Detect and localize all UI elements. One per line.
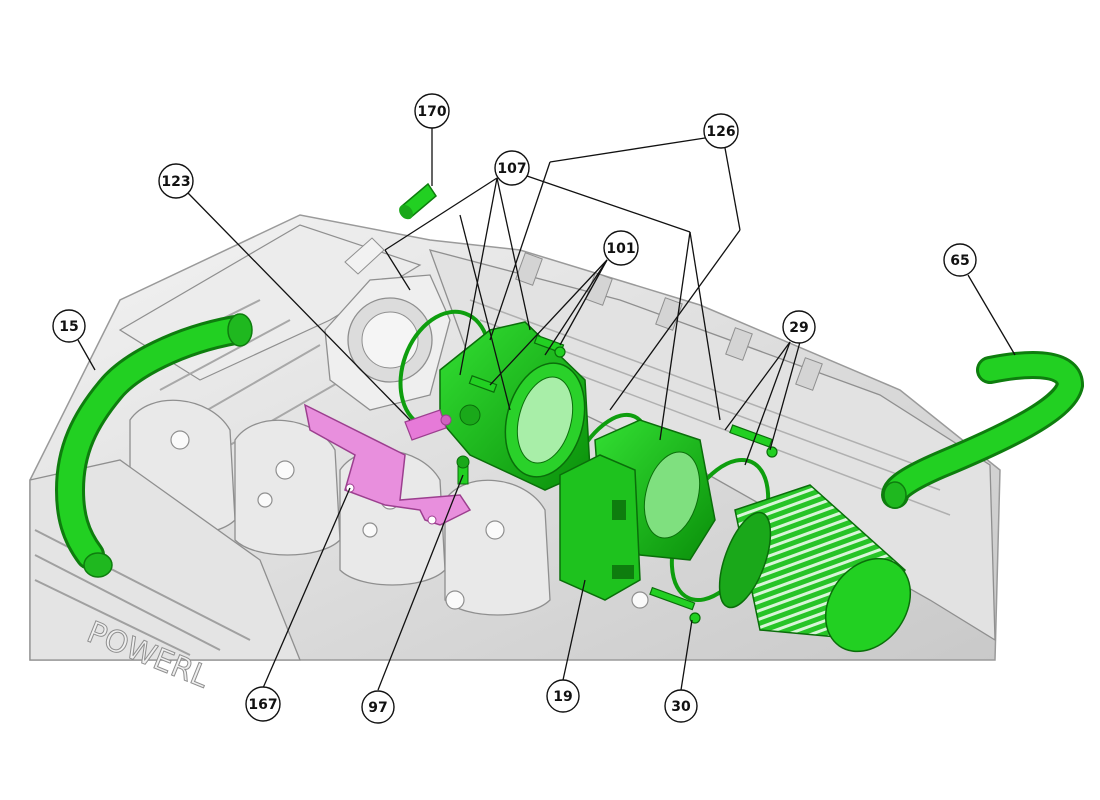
callout-123: 123 (158, 163, 194, 199)
hose-65 (881, 351, 1085, 509)
throttle-body-19 (559, 419, 716, 601)
callout-15-label: 15 (59, 319, 78, 335)
fitting-170 (399, 182, 437, 220)
bolt-97 (456, 455, 470, 485)
callout-170: 170 (414, 93, 450, 129)
callout-65-label: 65 (950, 253, 969, 269)
hose-15 (54, 313, 253, 578)
air-filter (718, 484, 912, 653)
leader-lines (77, 126, 1016, 691)
callout-167: 167 (245, 686, 281, 722)
callout-101: 101 (603, 230, 639, 266)
callout-97-label: 97 (368, 700, 387, 716)
callout-29-label: 29 (789, 320, 808, 336)
callout-30: 30 (664, 689, 698, 723)
callout-97: 97 (361, 690, 395, 724)
callout-126-label: 126 (706, 124, 735, 140)
callout-123-label: 123 (161, 174, 190, 190)
callout-65: 65 (943, 243, 977, 277)
callout-101-label: 101 (606, 241, 635, 257)
callout-167-label: 167 (248, 697, 277, 713)
callout-30-label: 30 (671, 699, 691, 715)
bolts-101 (468, 334, 566, 393)
callout-107-label: 107 (497, 161, 526, 177)
callout-15: 15 (52, 309, 86, 343)
callout-19: 19 (546, 679, 580, 713)
callouts: 15 123 170 107 126 101 65 29 (52, 93, 977, 724)
callout-19-label: 19 (553, 689, 572, 705)
bracket-167 (303, 403, 472, 526)
callout-170-label: 170 (417, 104, 446, 120)
callout-29: 29 (782, 310, 816, 344)
sensor-pink (404, 409, 452, 441)
callout-126: 126 (703, 113, 739, 149)
callout-107: 107 (494, 150, 530, 186)
